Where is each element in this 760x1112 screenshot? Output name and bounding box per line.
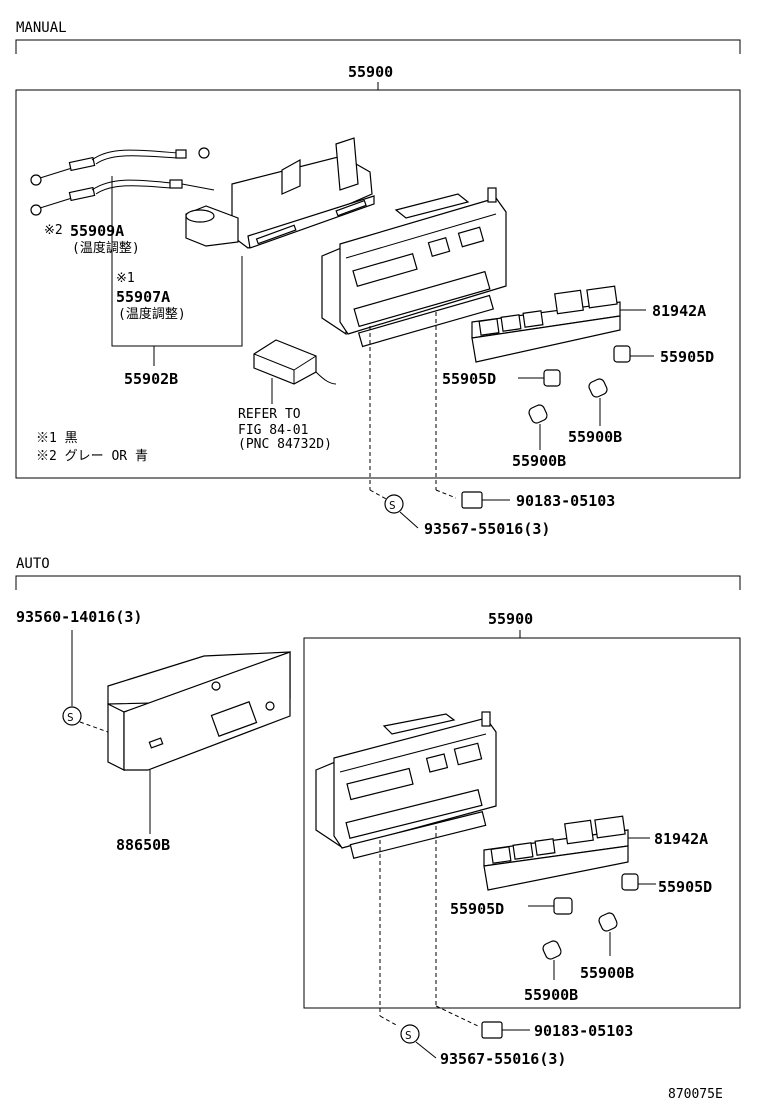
label-88650b: 88650B [116,836,170,854]
legend-line-2: ※2 グレー OR 青 [36,449,148,464]
refer-line-3: (PNC 84732D) [238,437,332,452]
label-55905d-right-manual: 55905D [660,348,714,366]
knobs-manual [518,345,654,450]
control-head-manual [321,187,507,501]
label-55909a-note: (温度調整) [72,240,140,256]
label-55900b-right-manual: 55900B [568,428,622,446]
amplifier-unit [253,339,337,404]
label-55905d-left-manual: 55905D [442,370,496,388]
label-90183-manual: 90183-05103 [516,492,615,510]
mark-2: ※2 [44,223,63,238]
label-55907a-note: (温度調整) [118,306,186,322]
fasteners-manual: S [384,491,510,529]
control-head-auto [315,711,497,1027]
label-55900b-right-auto: 55900B [580,964,634,982]
control-panel-board-auto [483,815,650,891]
label-90183-auto: 90183-05103 [534,1022,633,1040]
label-55905d-left-auto: 55905D [450,900,504,918]
ecu-module [107,651,291,834]
auto-header: AUTO [16,556,50,572]
auto-section: AUTO 93560-14016(3) S 88650B 55900 [15,556,741,1068]
mark-1: ※1 [116,271,135,286]
screw-mark-auto: S [405,1029,412,1042]
refer-line-2: FIG 84-01 [238,423,308,438]
label-55900b-left-manual: 55900B [512,452,566,470]
auto-assembly-box [303,637,741,1009]
legend-line-1: ※1 黒 [36,431,78,446]
label-93567-manual: 93567-55016(3) [424,520,550,538]
fasteners-auto: S [400,1021,530,1059]
label-93560: 93560-14016(3) [16,608,142,626]
control-bracket [185,137,375,249]
label-55900b-left-auto: 55900B [524,986,578,1004]
manual-bracket [15,39,741,54]
manual-assembly-box [15,89,741,479]
manual-assembly-label: 55900 [348,63,393,81]
label-81942a-auto: 81942A [654,830,708,848]
label-55902b: 55902B [124,370,178,388]
manual-section: MANUAL 55900 [15,20,741,538]
label-55907a: 55907A [116,288,170,306]
figure-id: 870075E [668,1087,723,1102]
screw-mark-manual: S [389,499,396,512]
refer-line-1: REFER TO [238,407,301,422]
label-55909a: 55909A [70,222,124,240]
label-55905d-right-auto: 55905D [658,878,712,896]
label-93567-auto: 93567-55016(3) [440,1050,566,1068]
cable-assembly [30,147,215,216]
auto-assembly-label: 55900 [488,610,533,628]
screw-mark-auto-left: S [67,711,74,724]
auto-bracket [15,575,741,590]
label-81942a-manual: 81942A [652,302,706,320]
knobs-auto [528,873,656,980]
leader-55902b-bracket [111,176,243,347]
manual-header: MANUAL [16,20,67,36]
control-panel-board-manual [471,285,646,363]
